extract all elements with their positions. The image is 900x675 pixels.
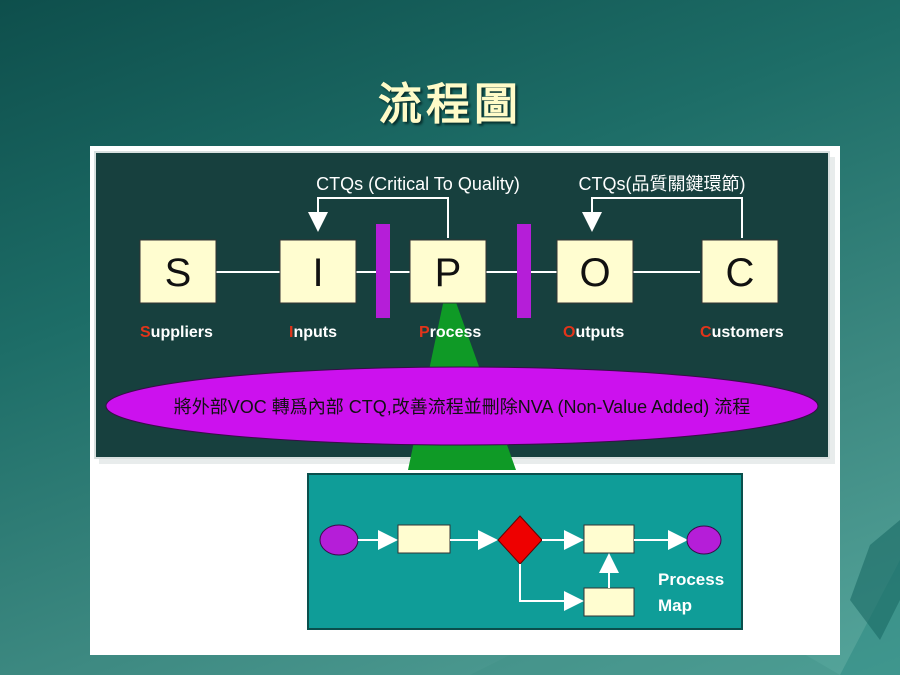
customers-label: Customers	[700, 324, 784, 341]
inputs-box	[279, 239, 357, 304]
outputs-letter: O	[579, 251, 610, 295]
flow-arrow-branch	[519, 564, 584, 611]
process-boundary-bar-left	[376, 224, 390, 318]
process-boundary-bar-right	[517, 224, 531, 318]
ctq-left-arrow	[308, 197, 449, 238]
slide-title: 流程圖	[378, 79, 522, 130]
process-end-node	[686, 525, 722, 555]
process-step-3	[583, 587, 635, 617]
process-map-label-line2: Map	[658, 596, 692, 615]
outputs-box	[556, 239, 634, 304]
process-label: Process	[419, 324, 481, 341]
process-step-2	[583, 524, 635, 554]
suppliers-box	[139, 239, 217, 304]
process-letter: P	[435, 251, 462, 295]
outputs-label: Outputs	[563, 324, 624, 341]
voc-ctq-text: 將外部VOC 轉爲內部 CTQ,改善流程並刪除NVA (Non-Value Ad…	[174, 397, 750, 417]
process-map-label-line1: Process	[658, 570, 724, 589]
ctq-left-label: CTQs (Critical To Quality)	[316, 174, 520, 194]
process-box	[409, 239, 487, 304]
ctq-right-arrow	[582, 197, 743, 238]
suppliers-letter: S	[165, 251, 192, 295]
process-start-node	[319, 524, 359, 556]
inputs-label: Inputs	[289, 324, 337, 341]
voc-ctq-ellipse	[105, 366, 819, 446]
customers-box	[701, 239, 779, 304]
customers-letter: C	[726, 251, 755, 295]
inputs-letter: I	[312, 251, 323, 295]
process-step-1	[397, 524, 451, 554]
suppliers-label: Suppliers	[140, 324, 213, 341]
ctq-right-label: CTQs(品質關鍵環節)	[579, 174, 746, 194]
